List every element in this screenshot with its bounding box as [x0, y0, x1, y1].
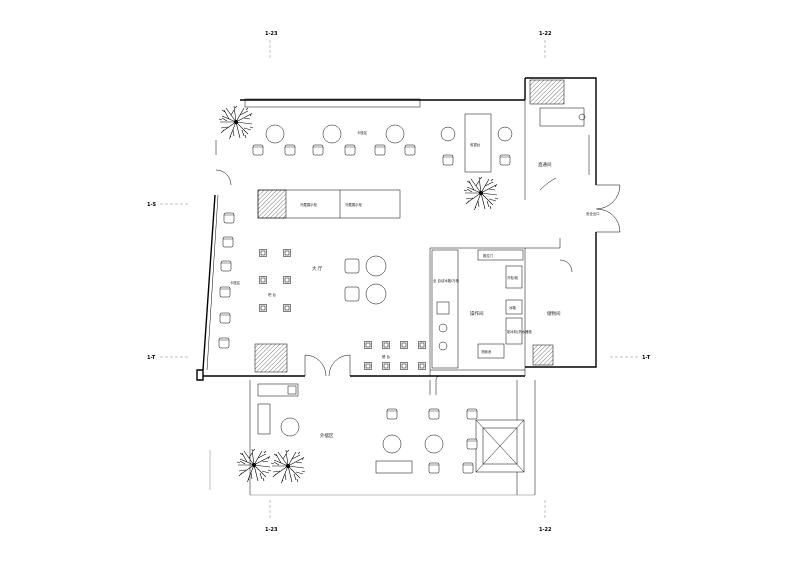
outdoor-label: 外摆区: [320, 432, 334, 439]
service-counter-label: 收银台: [470, 142, 481, 147]
storage-room: 储物间: [547, 310, 561, 317]
inner-label-4: 制冰机/热水器柜: [507, 329, 532, 334]
storage-label: 储物间: [547, 310, 561, 317]
door-label: 推拉门: [483, 253, 494, 258]
doors: [215, 169, 621, 377]
hall-note-label: 吧 台: [268, 292, 276, 297]
safety-exit-label: 安全出口: [586, 211, 600, 216]
axis-top-right: 1-22: [539, 31, 552, 37]
inner-label-3: 冰箱: [509, 305, 516, 310]
outdoor-area: [209, 380, 536, 496]
axis-right-lower: 1-T: [642, 355, 651, 361]
inner-label-5: 洗碗池: [481, 349, 492, 354]
axis-top-left: 1-23: [265, 31, 278, 37]
axis-left-upper: 1-S: [147, 202, 157, 208]
walls: [196, 77, 597, 395]
inner-label-2: 冷柜/柜: [507, 275, 519, 280]
hall-furniture: 冷藏展示柜 冷藏展示柜 收银台 卡座区 卡座区 吧 台: [218, 113, 513, 373]
grid-axes: 1-23 1-22 1-23 1-22 1-S 1-T 1-T: [147, 31, 651, 533]
bar-top-label: 卡座区: [357, 130, 368, 135]
hall-label: 大 厅: [312, 265, 323, 272]
operation-label: 操作间: [470, 310, 484, 317]
stairwell: 直通间 安全出口: [538, 107, 600, 216]
cold-case-2-label: 冷藏展示柜: [345, 202, 363, 207]
inner-label-1: 全 自动冰箱/冷柜: [433, 278, 460, 283]
operation-room: 推拉门 全 自动冰箱/冷柜 冷柜/柜 冰箱 制冰机/热水器柜 洗碗池 操作间: [431, 249, 532, 369]
axis-left-lower: 1-T: [147, 355, 156, 361]
cold-case-1-label: 冷藏展示柜: [300, 202, 318, 207]
stairwell-label: 直通间: [538, 161, 552, 168]
axis-bottom-left: 1-23: [265, 527, 278, 533]
axis-bottom-right: 1-22: [539, 527, 552, 533]
seating-left-label: 卡座区: [230, 280, 241, 285]
outdoor-furniture: 外摆区: [257, 383, 478, 474]
hall-note-2-label: 餐 台: [382, 354, 390, 359]
